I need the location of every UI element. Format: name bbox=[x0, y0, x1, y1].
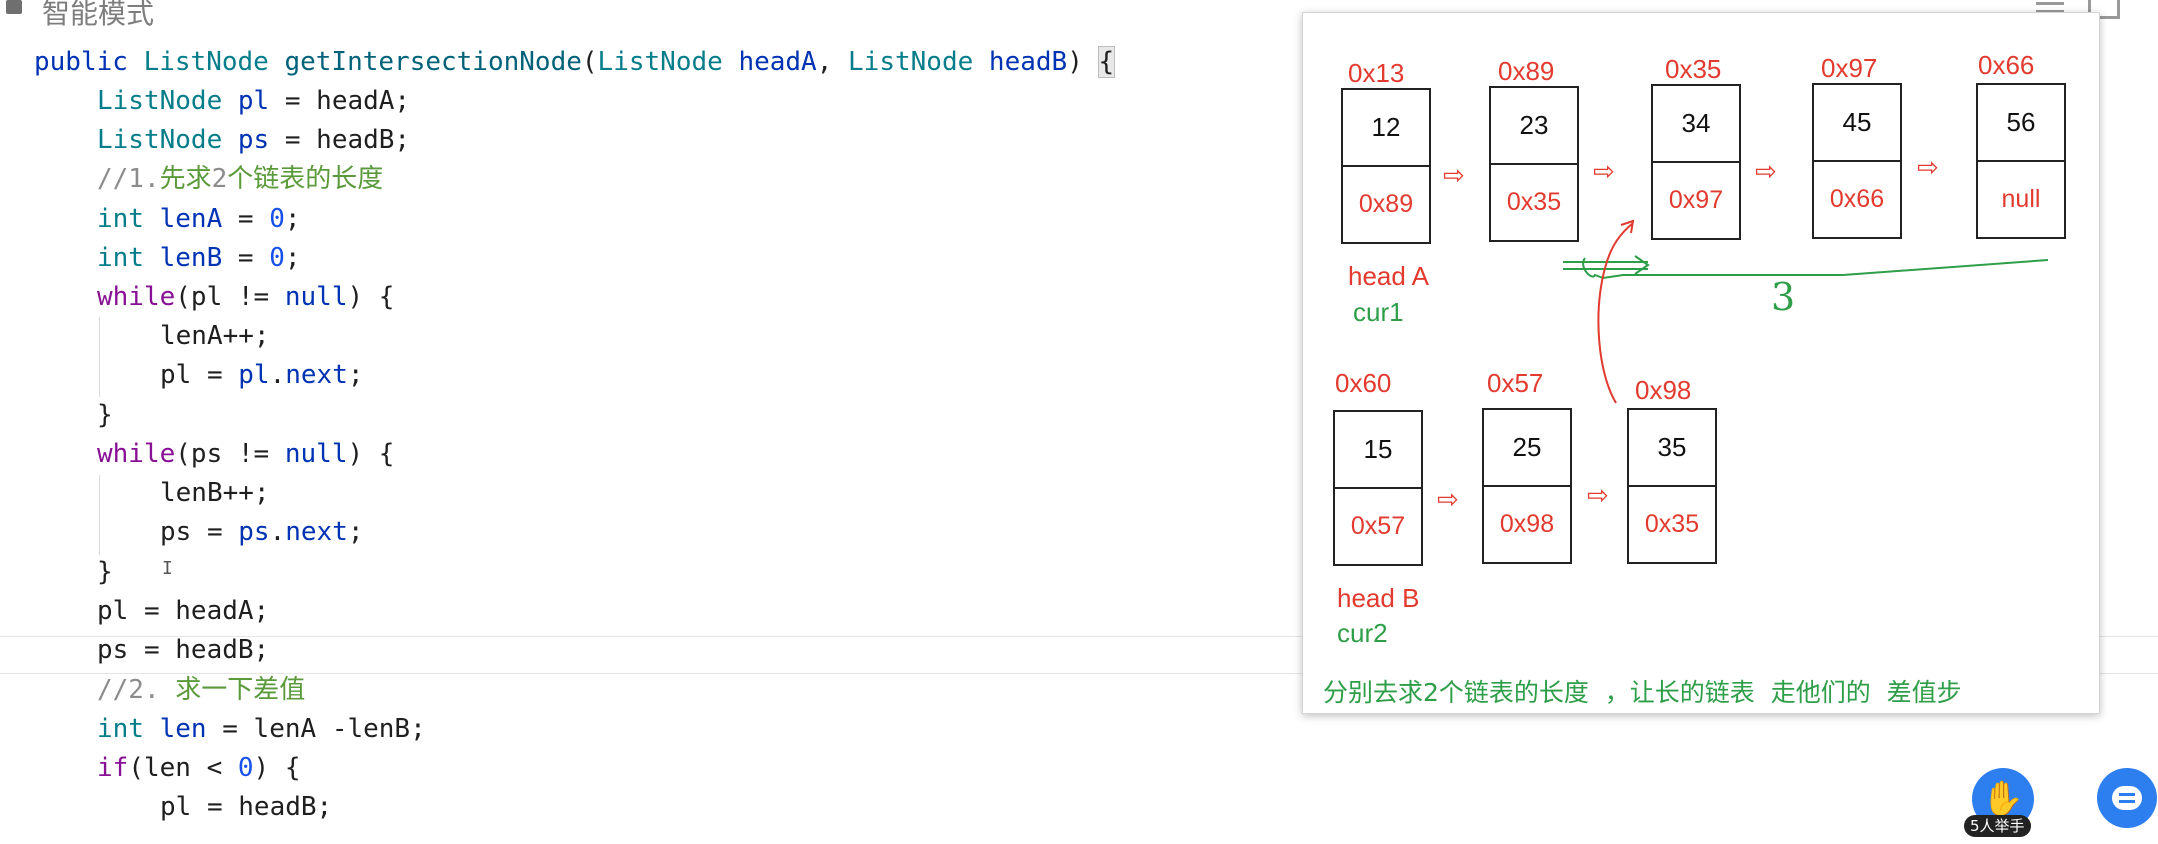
code-line-18: int len = lenA -lenB; bbox=[97, 714, 426, 744]
current-line-top bbox=[0, 636, 2158, 637]
diagram-note: 分别去求2个链表的长度 ，让长的链表 走他们的 差值步 bbox=[1323, 678, 1962, 707]
address-label: 0x60 bbox=[1335, 368, 1392, 398]
code-line-10: } bbox=[97, 400, 113, 430]
code-line-19: if(len < 0) { bbox=[97, 753, 301, 783]
code-line-1: public ListNode getIntersectionNode(List… bbox=[34, 46, 1116, 78]
arrow-icon: ⇨ bbox=[1443, 161, 1465, 191]
code-line-3: ListNode ps = headB; bbox=[97, 125, 411, 155]
chat-icon bbox=[2112, 786, 2142, 810]
address-label: 0x66 bbox=[1978, 50, 2035, 80]
node-next: 0x89 bbox=[1358, 190, 1414, 218]
code-line-8: lenA++; bbox=[160, 321, 270, 351]
list-node: 34 0x97 bbox=[1651, 84, 1741, 240]
cur2-label: cur2 bbox=[1337, 618, 1388, 648]
diagram-panel: 0x13 12 0x89 ⇨ 0x89 23 0x35 ⇨ 0x35 34 0x… bbox=[1302, 12, 2100, 714]
cur1-label: cur1 bbox=[1353, 297, 1404, 327]
node-next: 0x66 bbox=[1829, 185, 1885, 213]
menu-icon[interactable] bbox=[2036, 2, 2064, 5]
node-next: null bbox=[2001, 185, 2041, 213]
code-line-14: } bbox=[97, 557, 113, 587]
lock-icon bbox=[6, 0, 22, 14]
list-node: 23 0x35 bbox=[1489, 86, 1579, 242]
list-node: 56 null bbox=[1976, 83, 2066, 239]
node-next: 0x35 bbox=[1506, 188, 1562, 216]
code-line-13: ps = ps.next; bbox=[160, 517, 364, 547]
code-line-6: int lenB = 0; bbox=[97, 243, 301, 273]
arrow-icon: ⇨ bbox=[1755, 157, 1777, 187]
raise-hand-count: 5人举手 bbox=[1964, 815, 2031, 837]
address-label: 0x57 bbox=[1487, 368, 1544, 398]
node-value: 23 bbox=[1491, 88, 1577, 165]
raise-hand-icon: ✋ bbox=[1981, 779, 2025, 819]
code-line-15: pl = headA; bbox=[97, 596, 270, 626]
node-value: 56 bbox=[1978, 85, 2064, 162]
address-label: 0x97 bbox=[1821, 53, 1878, 83]
code-line-2: ListNode pl = headA; bbox=[97, 86, 411, 116]
arrow-icon: ⇨ bbox=[1917, 153, 1939, 183]
window-controls bbox=[2036, 0, 2126, 20]
list-node: 45 0x66 bbox=[1812, 83, 1902, 239]
node-value: 12 bbox=[1343, 90, 1429, 167]
list-node: 15 0x57 bbox=[1333, 410, 1423, 566]
text-cursor-icon: I bbox=[162, 558, 173, 579]
code-line-4: //1.先求2个链表的长度 bbox=[97, 164, 384, 194]
arrow-icon: ⇨ bbox=[1593, 157, 1615, 187]
list-node: 25 0x98 bbox=[1482, 408, 1572, 564]
code-line-12: lenB++; bbox=[160, 478, 270, 508]
code-line-16: ps = headB; bbox=[97, 635, 270, 665]
list-node: 12 0x89 bbox=[1341, 88, 1431, 244]
node-value: 34 bbox=[1653, 86, 1739, 163]
indent-guide bbox=[99, 317, 100, 397]
chat-button[interactable] bbox=[2097, 768, 2157, 828]
annotation-strokes bbox=[1563, 219, 2049, 404]
code-line-7: while(pl != null) { bbox=[97, 282, 395, 312]
code-line-9: pl = pl.next; bbox=[160, 360, 364, 390]
code-line-20: pl = headB; bbox=[160, 792, 333, 822]
node-next: 0x98 bbox=[1499, 510, 1555, 538]
code-line-17: //2. 求一下差值 bbox=[97, 675, 306, 705]
node-value: 45 bbox=[1814, 85, 1900, 162]
head-a-label: head A bbox=[1348, 261, 1429, 291]
arrow-icon: ⇨ bbox=[1437, 485, 1459, 515]
node-value: 15 bbox=[1335, 412, 1421, 489]
window-icon[interactable] bbox=[2088, 0, 2120, 19]
address-label: 0x35 bbox=[1665, 54, 1722, 84]
arrow-icon: ⇨ bbox=[1587, 481, 1609, 511]
mode-label[interactable]: 智能模式 bbox=[42, 0, 155, 30]
list-node: 35 0x35 bbox=[1627, 408, 1717, 564]
node-value: 25 bbox=[1484, 410, 1570, 487]
mode-bar: 智能模式 bbox=[0, 0, 1300, 30]
node-next: 0x97 bbox=[1668, 186, 1724, 214]
current-line-bottom bbox=[0, 673, 2158, 674]
indent-guide bbox=[99, 475, 100, 555]
address-label: 0x89 bbox=[1498, 56, 1555, 86]
node-next: 0x57 bbox=[1350, 512, 1406, 540]
step-number: 3 bbox=[1771, 275, 1796, 319]
node-next: 0x35 bbox=[1644, 510, 1700, 538]
head-b-label: head B bbox=[1337, 583, 1420, 613]
code-line-5: int lenA = 0; bbox=[97, 204, 301, 234]
address-label: 0x13 bbox=[1348, 58, 1405, 88]
node-value: 35 bbox=[1629, 410, 1715, 487]
address-label: 0x98 bbox=[1635, 375, 1692, 405]
code-line-11: while(ps != null) { bbox=[97, 439, 395, 469]
